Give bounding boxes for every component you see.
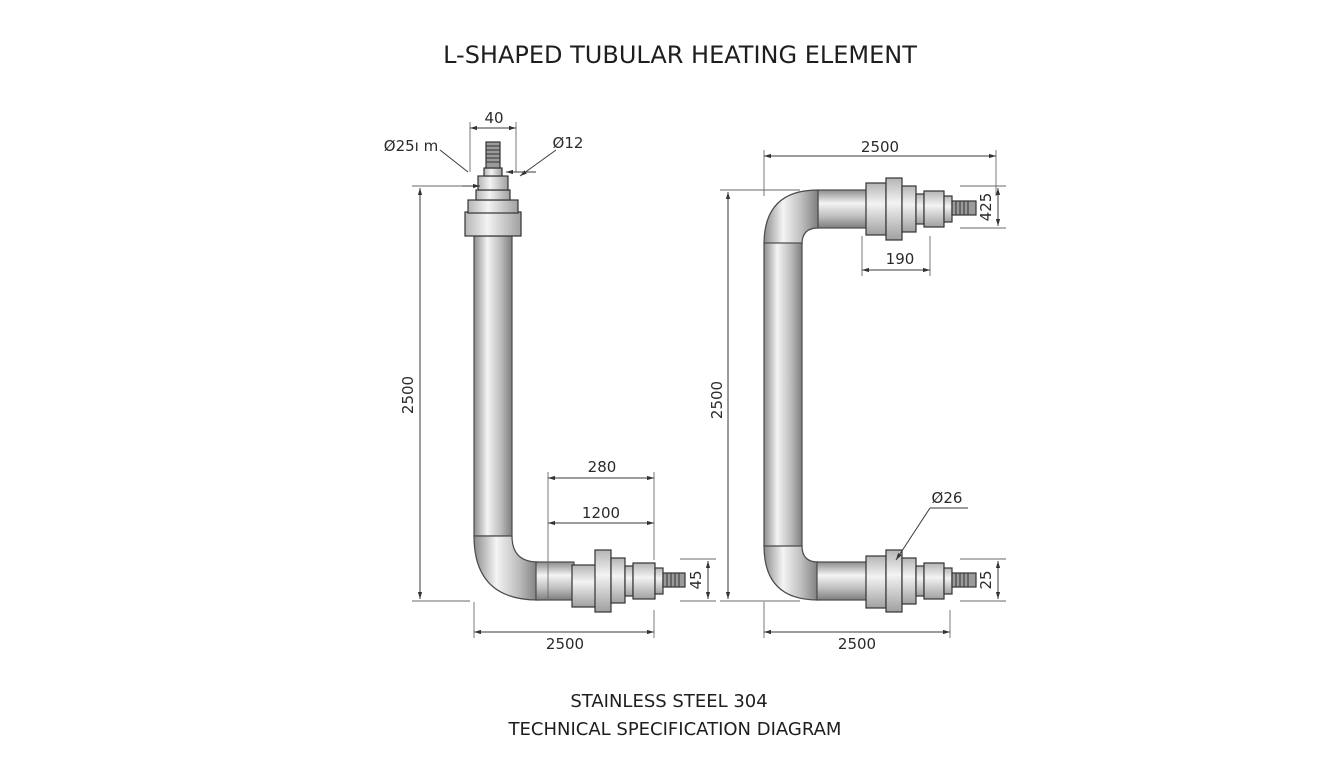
right-dimensions: 2500 425 190 2500 Ø26 25 2500 [708,138,1006,653]
left-dim-1200: 1200 [582,504,620,522]
right-top-tube [817,189,869,229]
left-l-element [464,141,686,613]
left-dim-tube-dia: Ø12 [553,134,584,152]
left-dimensions: 40 Ø25ı m Ø12 2500 280 1200 45 2500 [384,109,716,653]
left-dim-40: 40 [484,109,503,127]
right-u-element [763,177,977,613]
right-dim-190: 190 [886,250,915,268]
left-bottom-terminal [571,549,686,613]
right-vertical-tube [763,242,803,548]
right-top-terminal [865,177,977,241]
left-dim-height: 2500 [399,376,417,414]
left-top-terminal [464,141,522,237]
left-dim-bottom-width: 2500 [546,635,584,653]
left-tube-bend [473,535,539,601]
right-dim-bottom-width: 2500 [838,635,876,653]
diagram-type-label: TECHNICAL SPECIFICATION DIAGRAM [508,719,842,740]
right-dim-425: 425 [977,193,995,222]
right-dim-height: 2500 [708,381,726,419]
right-bottom-terminal [865,549,977,613]
left-horizontal-tube [535,561,575,601]
page-title: L-SHAPED TUBULAR HEATING ELEMENT [443,41,917,69]
left-vertical-tube [473,235,513,537]
right-top-bend [763,189,819,245]
right-dim-dia: Ø26 [932,489,963,507]
left-dim-thread-dia: Ø25ı m [384,137,438,155]
material-label: STAINLESS STEEL 304 [570,691,767,712]
right-bottom-bend [763,545,819,601]
right-bottom-tube [816,561,869,601]
left-dim-45: 45 [687,570,705,589]
left-dim-280: 280 [588,458,617,476]
right-dim-top-width: 2500 [861,138,899,156]
right-dim-25: 25 [977,570,995,589]
